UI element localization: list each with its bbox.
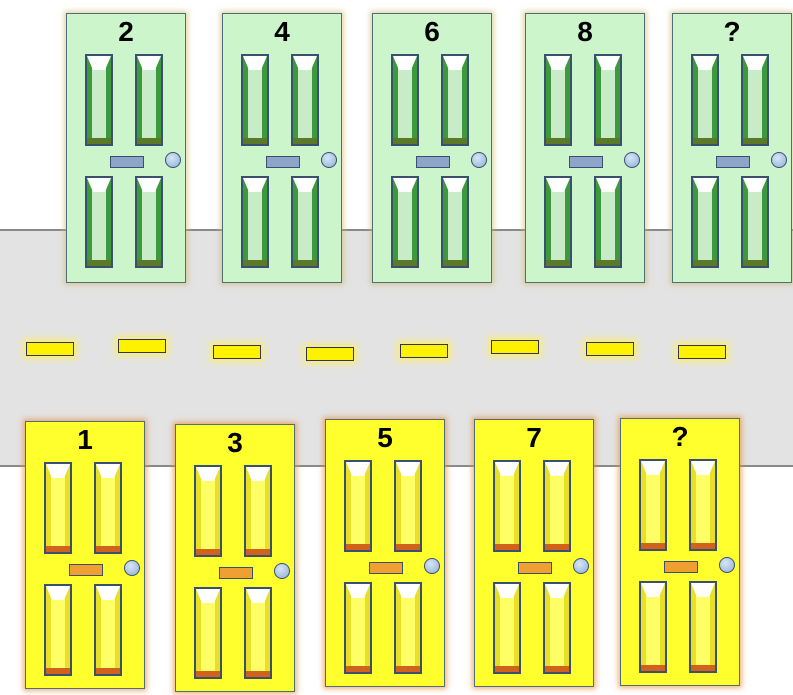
door-panel <box>441 176 469 268</box>
door-panel <box>241 176 269 268</box>
lane-mark <box>213 345 261 359</box>
door-panel <box>241 54 269 146</box>
door-nameplate <box>716 156 750 168</box>
door-panel <box>244 465 272 557</box>
door-panel <box>391 54 419 146</box>
door-knob-icon <box>124 560 140 576</box>
door-panel <box>44 462 72 554</box>
door-nameplate <box>664 561 698 573</box>
door-number: 6 <box>373 18 491 46</box>
door-panel <box>94 462 122 554</box>
door-nameplate <box>69 564 103 576</box>
door-panel <box>544 54 572 146</box>
door-nameplate <box>369 562 403 574</box>
door-number: 3 <box>176 429 294 457</box>
door-panel <box>244 587 272 679</box>
door-panel <box>493 460 521 552</box>
door-panel <box>85 54 113 146</box>
door-panel <box>741 176 769 268</box>
door-panel <box>85 176 113 268</box>
door-panel <box>689 459 717 551</box>
door-panel <box>543 582 571 674</box>
door-top_row_doors-2: 4 <box>222 13 342 283</box>
lane-mark <box>118 339 166 353</box>
door-knob-icon <box>165 152 181 168</box>
door-bottom_row_doors-1: 1 <box>25 421 145 689</box>
door-nameplate <box>266 156 300 168</box>
door-number: 2 <box>67 18 185 46</box>
door-knob-icon <box>471 152 487 168</box>
door-knob-icon <box>719 557 735 573</box>
door-nameplate <box>518 562 552 574</box>
door-bottom_row_doors-3: 5 <box>325 419 445 687</box>
door-number: 8 <box>526 18 644 46</box>
door-nameplate <box>569 156 603 168</box>
door-panel <box>44 584 72 676</box>
lane-mark <box>26 342 74 356</box>
door-panel <box>441 54 469 146</box>
door-panel <box>543 460 571 552</box>
door-panel <box>135 176 163 268</box>
door-number: 5 <box>326 424 444 452</box>
door-panel <box>391 176 419 268</box>
door-panel <box>291 54 319 146</box>
door-panel <box>493 582 521 674</box>
door-panel <box>394 582 422 674</box>
door-panel <box>594 54 622 146</box>
door-knob-icon <box>771 152 787 168</box>
door-panel <box>741 54 769 146</box>
door-panel <box>194 465 222 557</box>
door-number: 7 <box>475 424 593 452</box>
lane-mark <box>306 347 354 361</box>
door-bottom_row_doors-5: ? <box>620 418 740 686</box>
door-nameplate <box>416 156 450 168</box>
door-panel <box>691 54 719 146</box>
door-bottom_row_doors-2: 3 <box>175 424 295 692</box>
lane-mark <box>491 340 539 354</box>
door-nameplate <box>219 567 253 579</box>
door-panel <box>594 176 622 268</box>
door-number: ? <box>673 18 791 46</box>
door-panel <box>344 582 372 674</box>
door-knob-icon <box>321 152 337 168</box>
door-number: 4 <box>223 18 341 46</box>
door-top_row_doors-5: ? <box>672 13 792 283</box>
door-top_row_doors-1: 2 <box>66 13 186 283</box>
door-panel <box>344 460 372 552</box>
door-panel <box>194 587 222 679</box>
door-panel <box>135 54 163 146</box>
door-knob-icon <box>573 558 589 574</box>
door-knob-icon <box>274 563 290 579</box>
door-panel <box>394 460 422 552</box>
door-panel <box>691 176 719 268</box>
door-panel <box>639 581 667 673</box>
door-number: 1 <box>26 426 144 454</box>
door-number: ? <box>621 423 739 451</box>
door-panel <box>689 581 717 673</box>
door-top_row_doors-4: 8 <box>525 13 645 283</box>
lane-mark <box>586 342 634 356</box>
door-knob-icon <box>424 558 440 574</box>
door-bottom_row_doors-4: 7 <box>474 419 594 687</box>
door-panel <box>94 584 122 676</box>
door-top_row_doors-3: 6 <box>372 13 492 283</box>
lane-mark <box>400 344 448 358</box>
door-panel <box>639 459 667 551</box>
lane-mark <box>678 345 726 359</box>
door-panel <box>291 176 319 268</box>
door-knob-icon <box>624 152 640 168</box>
door-panel <box>544 176 572 268</box>
door-nameplate <box>110 156 144 168</box>
